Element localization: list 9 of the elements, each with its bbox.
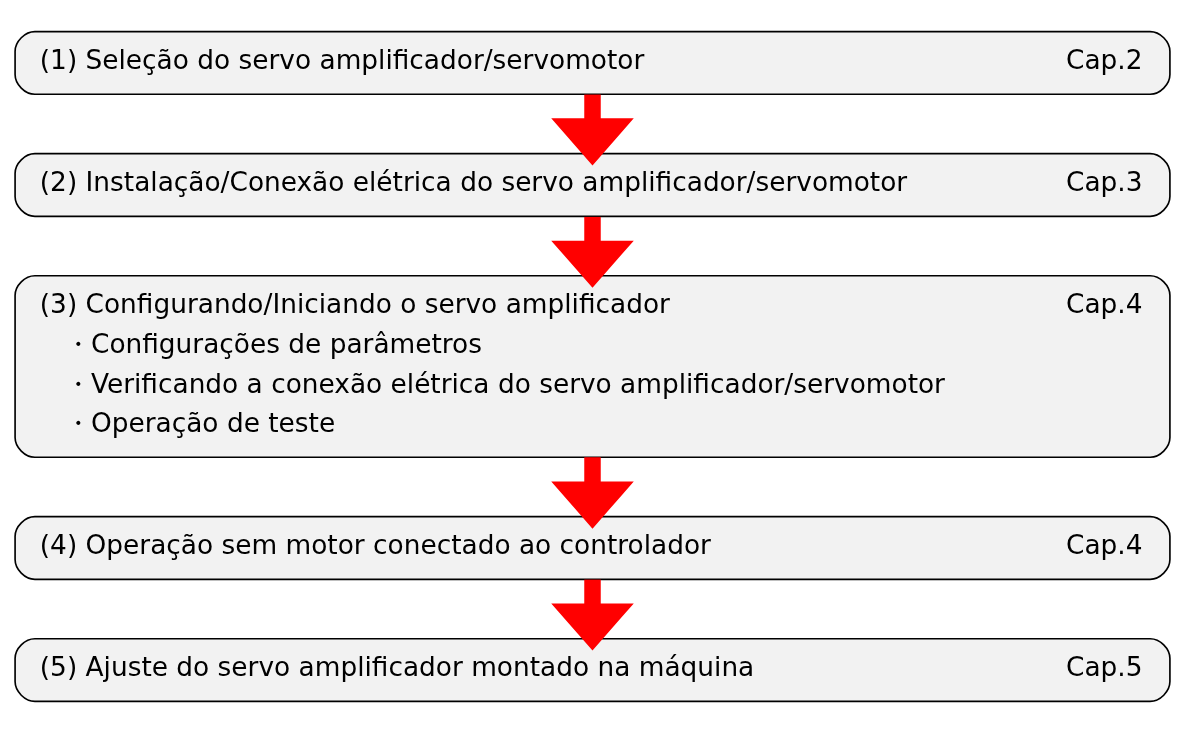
node-box: (1) Seleção do servo amplificador/servomotor Cap.2 [14,30,1171,96]
arrow [551,579,634,651]
node-box: (4) Operação sem motor conectado ao controlador Cap.4 [14,515,1171,581]
node-box: (3) Configurando/Iniciando o servo amplificador Cap.4 ・Configurações de parâmetros ・Verificando a conexão elétrica do servo amplificador/servomotor ・Operação de teste [14,274,1171,459]
node-box: (5) Ajuste do servo amplificador montado na máquina Cap.5 [14,637,1171,703]
node-box: (2) Instalação/Conexão elétrica do servo amplificador/servomotor Cap.3 [14,152,1171,218]
arrow [551,94,634,166]
arrow [551,216,634,288]
arrow [551,457,634,529]
